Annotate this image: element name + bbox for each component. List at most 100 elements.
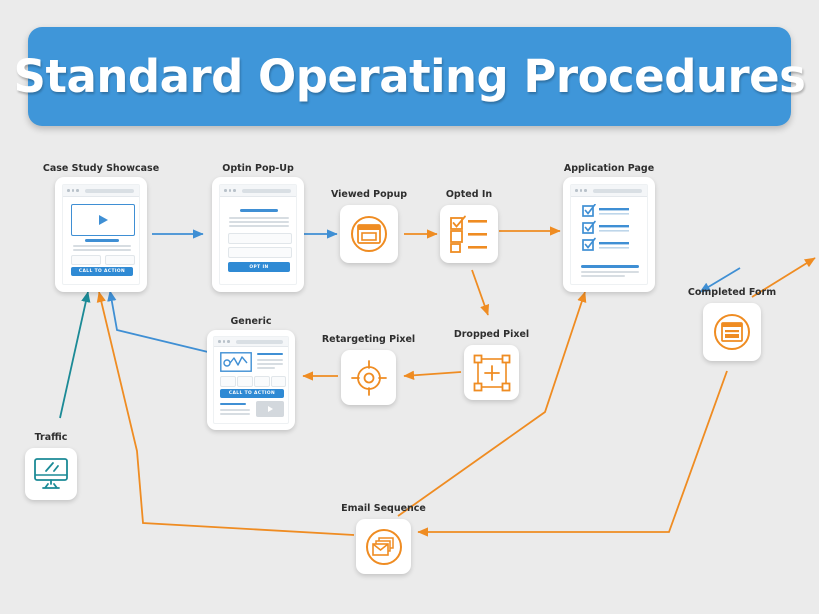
footer-line bbox=[581, 265, 639, 268]
window-dot-icon bbox=[575, 189, 578, 192]
headline-line bbox=[240, 209, 278, 212]
retargeting-pixel-card[interactable] bbox=[341, 350, 396, 405]
url-bar bbox=[241, 188, 291, 193]
window-dot-icon bbox=[227, 340, 230, 343]
node-generic[interactable]: Generic bbox=[207, 316, 295, 430]
node-label-completed-form: Completed Form bbox=[687, 287, 777, 298]
node-label-optin-popup: Optin Pop-Up bbox=[222, 163, 294, 174]
text-line bbox=[257, 363, 283, 365]
traffic-card[interactable] bbox=[25, 448, 77, 500]
opt-in-button[interactable]: OPT IN bbox=[228, 262, 290, 272]
feature-box bbox=[271, 376, 286, 387]
dropped-pixel-card[interactable] bbox=[464, 345, 519, 400]
feature-box bbox=[237, 376, 253, 387]
link-email-sequence-to-application-page bbox=[397, 291, 587, 517]
node-application-page[interactable]: Application Page bbox=[563, 163, 655, 292]
call-to-action-button[interactable]: CALL TO ACTION bbox=[220, 389, 284, 398]
text-line bbox=[229, 225, 289, 227]
node-email-sequence[interactable]: Email Sequence bbox=[341, 503, 426, 574]
call-to-action-button[interactable]: CALL TO ACTION bbox=[71, 267, 133, 276]
window-dot-icon bbox=[584, 189, 587, 192]
node-label-email-sequence: Email Sequence bbox=[341, 503, 426, 514]
page-title-banner: Standard Operating Procedures bbox=[14, 27, 806, 126]
window-dot-icon bbox=[579, 189, 582, 192]
browser-checklist-page-icon bbox=[570, 184, 648, 285]
page-title: Standard Operating Procedures bbox=[13, 50, 806, 103]
input-field[interactable] bbox=[228, 233, 292, 244]
text-line bbox=[257, 359, 283, 361]
node-label-application-page: Application Page bbox=[563, 163, 655, 174]
text-line bbox=[73, 249, 131, 251]
text-line bbox=[229, 221, 289, 223]
text-line bbox=[220, 409, 250, 411]
browser-landing-page-icon: CALL TO ACTION bbox=[213, 336, 289, 424]
generic-card[interactable]: CALL TO ACTION bbox=[207, 330, 295, 430]
node-traffic[interactable]: Traffic bbox=[25, 432, 77, 500]
node-completed-form[interactable]: Completed Form bbox=[688, 287, 776, 361]
completed-form-card[interactable] bbox=[703, 303, 761, 361]
application-page-card[interactable] bbox=[563, 177, 655, 292]
input-field[interactable] bbox=[71, 255, 101, 265]
link-generic-to-case-study bbox=[107, 290, 209, 353]
headline-line bbox=[85, 239, 119, 242]
window-dot-icon bbox=[222, 340, 225, 343]
popup-window-icon bbox=[351, 216, 387, 252]
text-line bbox=[581, 271, 639, 273]
node-label-retargeting-pixel: Retargeting Pixel bbox=[321, 334, 416, 345]
viewed-popup-card[interactable] bbox=[340, 205, 398, 263]
feature-box bbox=[254, 376, 270, 387]
play-triangle-icon bbox=[98, 215, 108, 225]
text-line bbox=[73, 245, 131, 247]
node-retargeting-pixel[interactable]: Retargeting Pixel bbox=[322, 334, 415, 405]
window-dot-icon bbox=[228, 189, 231, 192]
node-dropped-pixel[interactable]: Dropped Pixel bbox=[454, 329, 529, 400]
link-opted-in-to-dropped-pixel bbox=[471, 269, 490, 316]
window-dot-icon bbox=[233, 189, 236, 192]
window-dot-icon bbox=[67, 189, 70, 192]
browser-video-page-icon: CALL TO ACTION bbox=[62, 184, 140, 285]
node-optin-popup[interactable]: Optin Pop-Up OPT IN bbox=[212, 163, 304, 292]
node-viewed-popup[interactable]: Viewed Popup bbox=[331, 189, 407, 263]
analytics-chart-icon bbox=[220, 352, 252, 372]
window-dot-icon bbox=[76, 189, 79, 192]
input-field[interactable] bbox=[228, 247, 292, 258]
node-label-dropped-pixel: Dropped Pixel bbox=[453, 329, 530, 340]
text-line bbox=[229, 217, 289, 219]
text-line bbox=[581, 275, 625, 277]
browser-chrome-bar bbox=[220, 185, 296, 197]
url-bar bbox=[84, 188, 134, 193]
opted-in-card[interactable] bbox=[440, 205, 498, 263]
node-label-viewed-popup: Viewed Popup bbox=[330, 189, 408, 200]
video-thumbnail-icon bbox=[256, 401, 284, 417]
feature-box bbox=[220, 376, 236, 387]
node-label-traffic: Traffic bbox=[34, 432, 68, 443]
email-sequence-card[interactable] bbox=[356, 519, 411, 574]
browser-chrome-bar bbox=[63, 185, 139, 197]
checkbox-list-icon bbox=[582, 204, 629, 251]
optin-popup-card[interactable]: OPT IN bbox=[212, 177, 304, 292]
form-circle-icon bbox=[714, 314, 750, 350]
browser-chrome-bar bbox=[571, 185, 647, 197]
crosshair-target-icon bbox=[350, 359, 387, 396]
monitor-icon bbox=[34, 458, 68, 489]
node-opted-in[interactable]: Opted In bbox=[440, 189, 498, 263]
video-player-icon bbox=[71, 204, 135, 236]
browser-form-page-icon: OPT IN bbox=[219, 184, 297, 285]
node-label-opted-in: Opted In bbox=[445, 189, 493, 200]
url-bar bbox=[592, 188, 642, 193]
node-label-generic: Generic bbox=[230, 316, 272, 327]
window-dot-icon bbox=[224, 189, 227, 192]
browser-chrome-bar bbox=[214, 337, 288, 347]
window-dot-icon bbox=[218, 340, 221, 343]
case-study-card[interactable]: CALL TO ACTION bbox=[55, 177, 147, 292]
subhead-line bbox=[220, 403, 246, 406]
text-line bbox=[257, 367, 275, 369]
input-field[interactable] bbox=[105, 255, 135, 265]
link-traffic-to-case-study bbox=[59, 291, 91, 419]
url-bar bbox=[235, 339, 283, 344]
checklist-icon bbox=[450, 215, 487, 253]
node-case-study[interactable]: Case Study Showcase CALL TO ACTION bbox=[43, 163, 159, 292]
link-dropped-pixel-to-retargeting-pixel bbox=[403, 370, 462, 380]
text-line bbox=[220, 413, 250, 415]
